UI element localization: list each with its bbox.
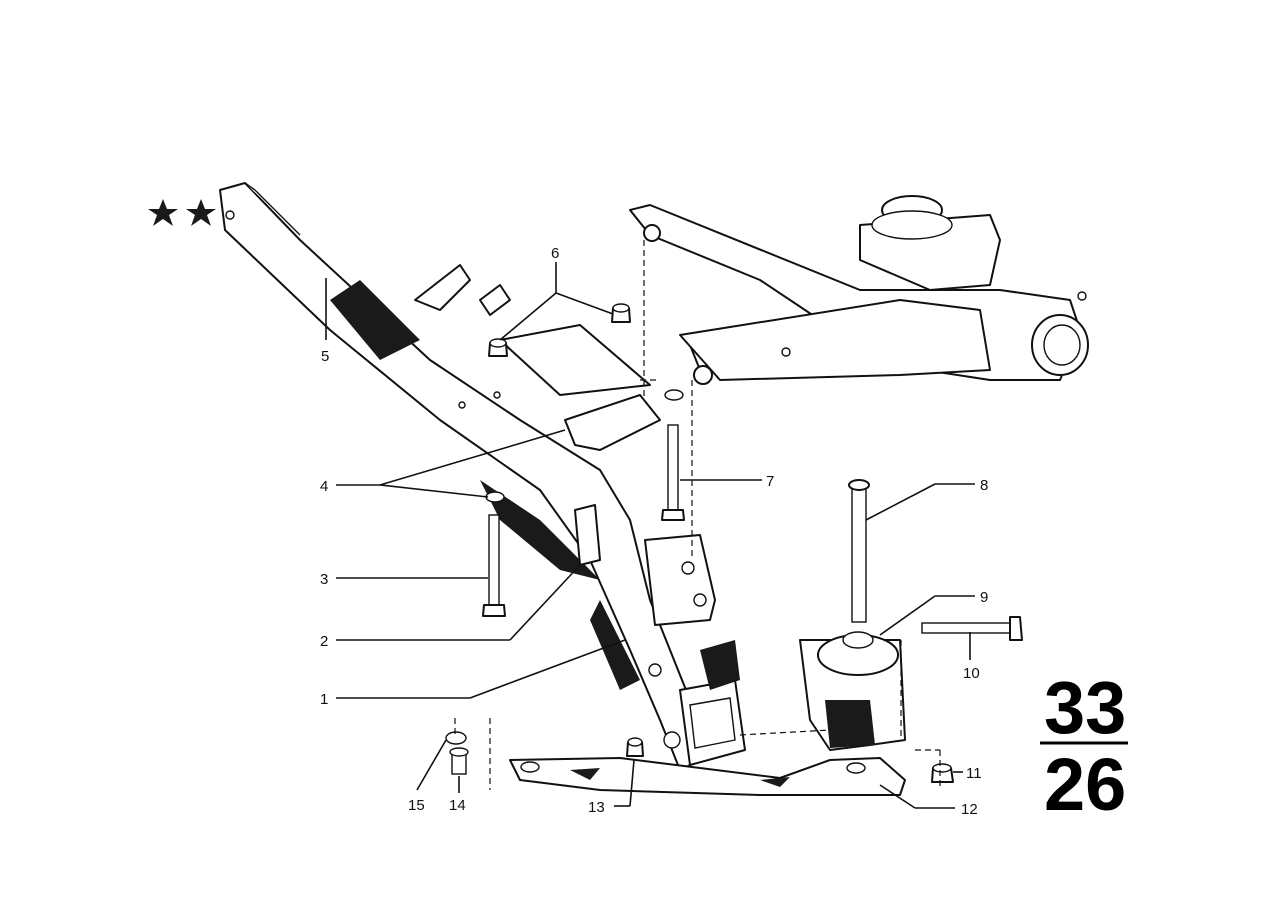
callout-labels: 1 2 3 4 5 6 7 8 9 10 11 12 13 14 15 xyxy=(320,245,988,818)
axle-carrier-beam xyxy=(219,182,746,771)
washer-part-4 xyxy=(485,389,684,503)
nut-part-13 xyxy=(626,737,644,757)
upper-suspension-assembly xyxy=(629,195,1089,385)
callout-13: 13 xyxy=(588,799,605,816)
washer-part-15 xyxy=(445,731,467,745)
bolt-part-14 xyxy=(449,747,469,775)
callout-12: 12 xyxy=(961,801,978,818)
leader-lines xyxy=(325,262,975,809)
callout-4: 4 xyxy=(320,478,328,495)
page-number: 33 26 xyxy=(1040,666,1128,826)
nut-part-6 xyxy=(488,303,631,357)
double-star-icon xyxy=(148,199,216,226)
bolt-part-3 xyxy=(482,514,506,617)
callout-10: 10 xyxy=(963,665,980,682)
page-number-bottom: 26 xyxy=(1044,743,1126,826)
rubber-mount-part-9 xyxy=(799,631,906,751)
callout-2: 2 xyxy=(320,633,328,650)
callout-8: 8 xyxy=(980,477,988,494)
page-number-top: 33 xyxy=(1044,666,1126,749)
callout-9: 9 xyxy=(980,589,988,606)
nut-part-11 xyxy=(931,763,954,783)
callout-11: 11 xyxy=(966,765,982,782)
callout-15: 15 xyxy=(408,797,425,814)
callout-3: 3 xyxy=(320,571,328,588)
callout-14: 14 xyxy=(449,797,466,814)
callout-5: 5 xyxy=(321,348,329,365)
bolt-part-7 xyxy=(661,424,685,521)
callout-6: 6 xyxy=(551,245,559,262)
callout-1: 1 xyxy=(320,691,328,708)
lower-bracket-part-12 xyxy=(509,757,906,796)
pin-part-8 xyxy=(848,479,870,623)
bolt-part-10 xyxy=(921,616,1023,641)
assembly-guide-lines xyxy=(454,240,941,790)
callout-7: 7 xyxy=(766,473,774,490)
